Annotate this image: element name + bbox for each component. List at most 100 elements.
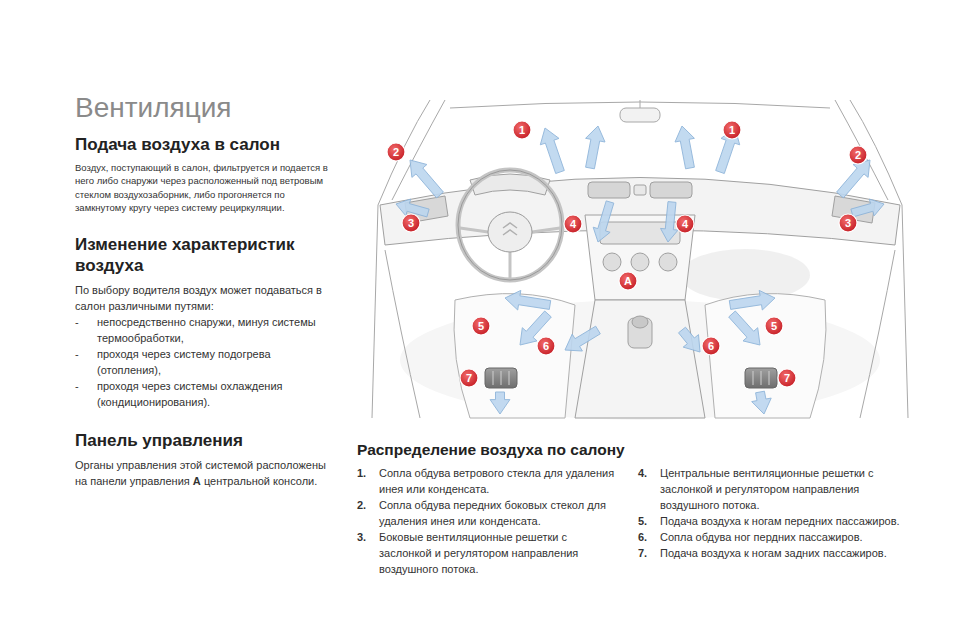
callout-circle-fill xyxy=(564,215,582,233)
callout-circle-fill xyxy=(460,369,478,387)
car-frame-part xyxy=(378,100,430,205)
airflow-arrow xyxy=(729,290,775,310)
list-text: Сопла обдува ветрового стекла для удален… xyxy=(379,465,619,497)
seats-part xyxy=(705,294,826,418)
list-text: непосредственно снаружи, минуя системы т… xyxy=(97,314,337,346)
callout-number: 2 xyxy=(848,145,868,165)
airflow-arrow xyxy=(586,126,605,169)
car-frame-part xyxy=(372,205,378,418)
callout-circle-fill xyxy=(402,214,420,232)
list-item: 3.Боковые вентиляционные решетки с засло… xyxy=(357,529,619,577)
steering-wheel-part xyxy=(509,252,512,278)
center-stack-part xyxy=(632,316,648,328)
list-text: Сопла обдува ног пердних пассажиров. xyxy=(660,529,906,545)
steering-wheel-part xyxy=(458,170,562,280)
rear-vents-part xyxy=(753,371,754,385)
rear-vents-part xyxy=(761,371,762,385)
callout-circle: 1 xyxy=(512,120,532,140)
rear-vents-part xyxy=(769,371,770,385)
list-marker: 1. xyxy=(357,465,379,497)
airflow-arrows xyxy=(396,126,884,414)
callout-number: A xyxy=(618,271,638,291)
center-stack xyxy=(575,215,705,418)
list-marker: 3. xyxy=(357,529,379,577)
numbered-list: 4.Центральные вентиляционные решетки с з… xyxy=(638,465,906,561)
airflow-arrow xyxy=(410,160,443,198)
car-frame-part xyxy=(640,100,641,108)
list-marker: 4. xyxy=(638,465,660,513)
rear-vents-part xyxy=(493,371,494,385)
callout-number: 5 xyxy=(471,316,491,336)
list-item: 1.Сопла обдува ветрового стекла для удал… xyxy=(357,465,619,497)
car-frame-part xyxy=(835,100,888,200)
callout-circle: 4 xyxy=(563,214,583,234)
paragraph: По выбору водителя воздух может подавать… xyxy=(75,282,337,314)
dashboard-part xyxy=(588,182,630,198)
callout-number: 2 xyxy=(386,142,406,162)
steering-wheel-part xyxy=(458,170,562,280)
floor-shading-part xyxy=(680,249,810,301)
car-frame-part xyxy=(902,205,908,418)
callout-number: 6 xyxy=(536,336,556,356)
list-text: Центральные вентиляционные решетки с зас… xyxy=(660,465,906,513)
list-item: 4.Центральные вентиляционные решетки с з… xyxy=(638,465,906,513)
callout-number: 6 xyxy=(701,336,721,356)
list-text: проходя через системы охлаждения (кондиц… xyxy=(97,378,337,410)
callout-number: 3 xyxy=(401,213,421,233)
callout-circle: 2 xyxy=(848,145,868,165)
rear-vents-part xyxy=(745,368,777,388)
callout-number: 5 xyxy=(764,316,784,336)
list-item: -непосредственно снаружи, минуя системы … xyxy=(75,314,337,346)
dashboard-part xyxy=(634,185,646,195)
list-item: 7.Подача воздуха к ногам задних пассажир… xyxy=(638,545,906,561)
center-stack-part xyxy=(603,253,621,271)
callout-circle: 5 xyxy=(764,316,784,336)
list-item: 6.Сопла обдува ног пердних пассажиров. xyxy=(638,529,906,545)
callout-circle: 2 xyxy=(386,142,406,162)
text-column: Распределение воздуха по салону xyxy=(357,440,657,460)
numbered-list: 1.Сопла обдува ветрового стекла для удал… xyxy=(357,465,619,577)
center-stack-part xyxy=(575,300,705,418)
rear-vents-part xyxy=(485,368,517,388)
car-frame xyxy=(372,100,908,418)
steering-wheel-part xyxy=(532,228,560,232)
center-stack-part xyxy=(631,253,649,271)
seats xyxy=(454,294,826,418)
list-text: проходя через систему подогрева (отоплен… xyxy=(97,346,337,378)
callout-circle-fill xyxy=(537,337,555,355)
list-item: -проходя через системы охлаждения (конди… xyxy=(75,378,337,410)
callout-circle: 7 xyxy=(459,368,479,388)
paragraph: Органы управления этой системой располож… xyxy=(75,457,337,489)
callout-circle-fill xyxy=(513,121,531,139)
list-text: Сопла обдува передних боковых стекол для… xyxy=(379,497,619,529)
airflow-arrow xyxy=(565,326,600,351)
callout-circle-fill xyxy=(849,146,867,164)
list-marker: - xyxy=(75,314,97,346)
car-frame-part xyxy=(620,108,660,122)
car-frame-part xyxy=(385,250,420,418)
callout-circle: A xyxy=(618,271,638,291)
callout-circle-fill xyxy=(702,337,720,355)
list-text: Подача воздуха к ногам задних пассажиров… xyxy=(660,545,906,561)
airflow-arrow xyxy=(752,391,772,414)
steering-wheel xyxy=(458,170,562,280)
steering-wheel-part xyxy=(503,223,517,235)
callout-circle: 6 xyxy=(701,336,721,356)
callout-circle-fill xyxy=(765,317,783,335)
seats-part xyxy=(454,294,575,418)
callout-circle: 1 xyxy=(722,120,742,140)
callout-circle-fill xyxy=(723,121,741,139)
airflow-arrow xyxy=(490,392,510,414)
callout-circle-fill xyxy=(619,272,637,290)
airflow-arrow xyxy=(679,327,701,352)
airflow-arrow xyxy=(675,126,694,169)
callout-circle: 7 xyxy=(777,368,797,388)
callout-circle: 4 xyxy=(675,214,695,234)
list-marker: 2. xyxy=(357,497,379,529)
list-item: 2.Сопла обдува передних боковых стекол д… xyxy=(357,497,619,529)
callout-circle: 6 xyxy=(536,336,556,356)
list-marker: - xyxy=(75,346,97,378)
paragraph-text: центральной консоли. xyxy=(204,475,317,487)
text-column: 1.Сопла обдува ветрового стекла для удал… xyxy=(357,465,619,577)
callout-circle: 3 xyxy=(838,213,858,233)
